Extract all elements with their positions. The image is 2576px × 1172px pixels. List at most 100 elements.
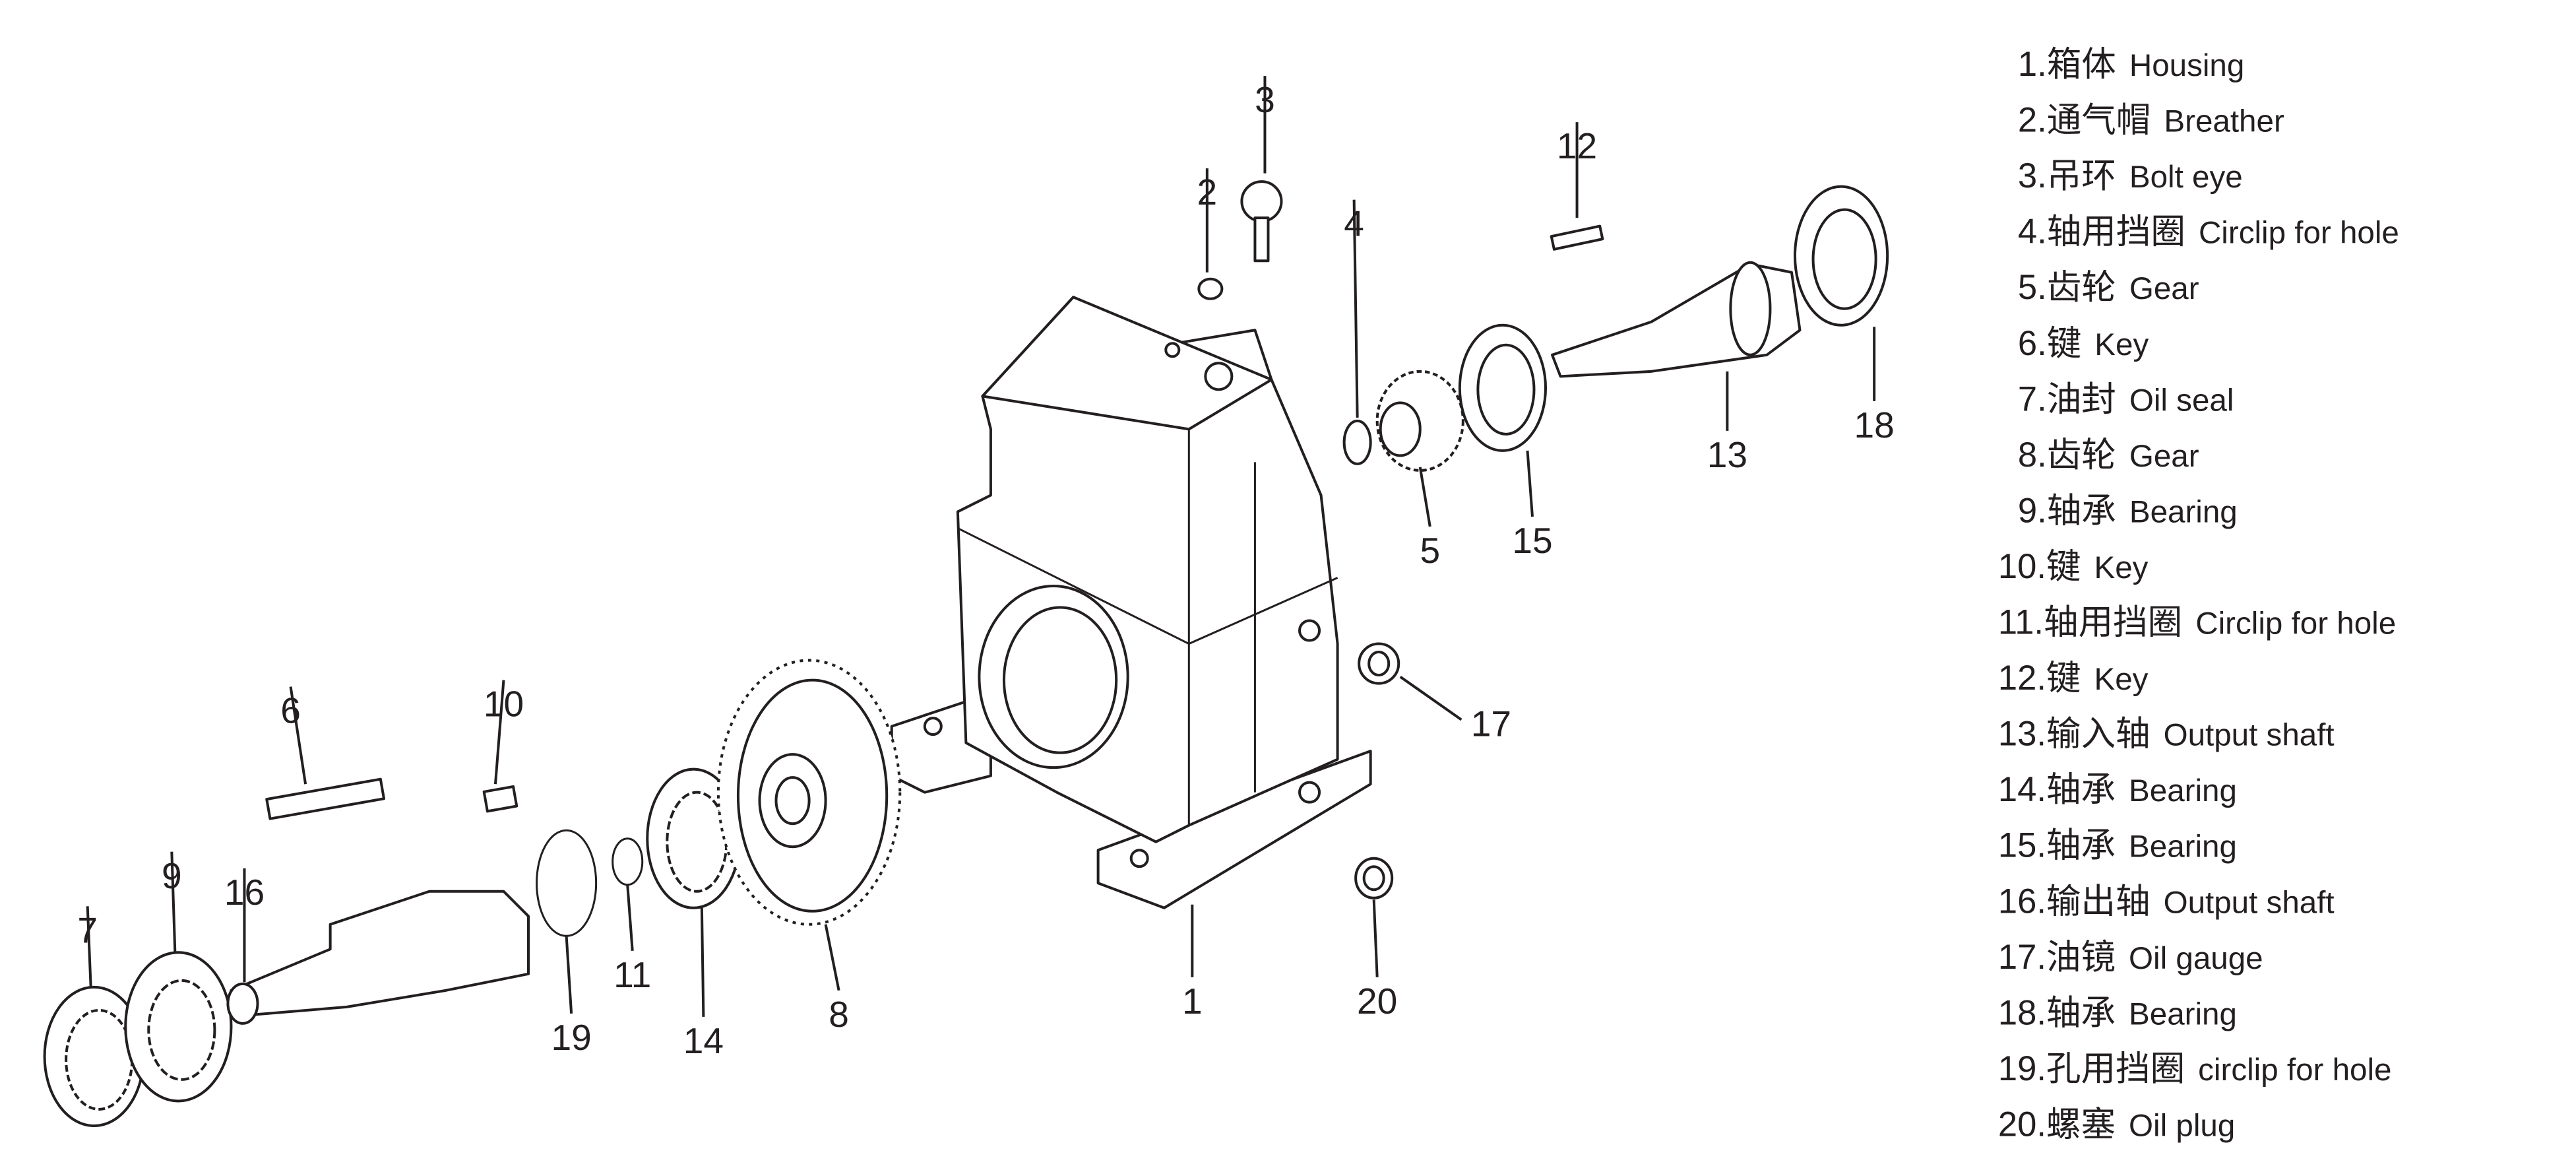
- callout-number: 17: [1471, 703, 1511, 744]
- legend-english: Gear: [2129, 439, 2199, 474]
- legend-english: Oil seal: [2129, 383, 2234, 418]
- legend-item: 17.油镜 Oil gauge: [1998, 938, 2263, 977]
- leader-line: [824, 924, 840, 991]
- breather-part: [1197, 277, 1224, 300]
- legend-number-cn: 7.油封: [2018, 379, 2116, 418]
- legend-english: Bearing: [2129, 996, 2237, 1031]
- callout-number: 4: [1344, 203, 1364, 244]
- legend-item: 18.轴承 Bearing: [1998, 993, 2237, 1032]
- leader-line: [1372, 899, 1379, 977]
- leader-line: [289, 686, 307, 785]
- oil-seal-7-part: [43, 985, 145, 1127]
- callout-number: 15: [1512, 520, 1552, 561]
- callout-number: 8: [829, 994, 849, 1035]
- callout-number: 6: [280, 690, 301, 731]
- legend-number-cn: 5.齿轮: [2018, 268, 2116, 307]
- legend-number-cn: 20.螺塞: [1998, 1105, 2116, 1144]
- legend-number-cn: 12.键: [1998, 659, 2081, 698]
- legend-english: Bolt eye: [2129, 160, 2243, 195]
- input-shaft-13-part: [1551, 261, 1802, 378]
- legend-number-cn: 4.轴用挡圈: [2018, 212, 2185, 251]
- legend-number-cn: 11.轴用挡圈: [1998, 603, 2182, 642]
- circlip-4-part: [1342, 419, 1372, 465]
- legend-number-cn: 9.轴承: [2018, 491, 2116, 530]
- legend-item: 8.齿轮 Gear: [2018, 436, 2199, 474]
- legend-english: Oil gauge: [2129, 941, 2263, 976]
- callout-number: 2: [1197, 172, 1218, 212]
- callout-number: 18: [1854, 405, 1895, 445]
- leader-line: [1352, 199, 1359, 418]
- leader-line: [86, 906, 92, 987]
- legend-item: 4.轴用挡圈 Circlip for hole: [2018, 212, 2399, 251]
- bearing-15-part: [1458, 323, 1548, 452]
- callout-number: 10: [484, 684, 524, 725]
- circlip-19-part: [536, 829, 598, 937]
- oil-gauge-17-part: [1358, 642, 1400, 685]
- legend-number-cn: 17.油镜: [1998, 938, 2116, 977]
- gear-8-part: [716, 659, 902, 926]
- legend-item: 3.吊环 Bolt eye: [2018, 156, 2243, 195]
- legend-english: Bearing: [2129, 494, 2238, 529]
- callout-number: 16: [224, 872, 265, 913]
- legend-english: Circlip for hole: [2199, 216, 2399, 251]
- legend-number-cn: 18.轴承: [1998, 993, 2116, 1032]
- legend-english: Bearing: [2129, 830, 2237, 864]
- callout-number: 9: [162, 855, 182, 896]
- callout-number: 12: [1557, 125, 1597, 166]
- legend-number-cn: 13.输入轴: [1998, 715, 2151, 754]
- leader-line: [493, 680, 505, 785]
- legend-english: Bearing: [2129, 773, 2237, 808]
- legend-item: 1.箱体 Housing: [2018, 45, 2244, 84]
- legend-english: Breather: [2164, 104, 2284, 139]
- leader-line: [170, 851, 177, 953]
- legend-number-cn: 14.轴承: [1998, 770, 2116, 809]
- bearing-9-part: [124, 951, 233, 1103]
- legend-english: Key: [2094, 327, 2149, 362]
- legend-number-cn: 1.箱体: [2018, 45, 2116, 84]
- legend-english: Output shaft: [2164, 718, 2335, 753]
- legend-number-cn: 8.齿轮: [2018, 436, 2116, 474]
- callout-number: 14: [683, 1020, 724, 1061]
- output-shaft-16-part: [226, 890, 530, 1025]
- leader-line: [1526, 450, 1534, 517]
- key-6-part: [265, 777, 386, 820]
- legend-item: 10.键 Key: [1998, 547, 2149, 586]
- legend-english: Oil plug: [2129, 1108, 2235, 1143]
- key-12-part: [1550, 224, 1604, 251]
- callout-number: 5: [1420, 530, 1440, 571]
- callout-number: 3: [1255, 79, 1275, 120]
- leader-line: [626, 884, 634, 951]
- legend-english: Housing: [2129, 48, 2244, 83]
- callout-number: 20: [1357, 981, 1397, 1022]
- key-10-part: [482, 785, 518, 813]
- legend-english: Key: [2094, 550, 2149, 585]
- legend-number-cn: 3.吊环: [2018, 156, 2116, 195]
- callout-number: 7: [77, 909, 98, 950]
- leader-line: [700, 907, 705, 1017]
- legend-number-cn: 19.孔用挡圈: [1998, 1049, 2185, 1088]
- bearing-14-part: [646, 767, 741, 909]
- housing-part: [890, 296, 1372, 909]
- leader-line: [565, 936, 573, 1014]
- legend-item: 15.轴承 Bearing: [1998, 826, 2237, 865]
- legend-number-cn: 15.轴承: [1998, 826, 2116, 865]
- legend-number-cn: 10.键: [1998, 547, 2081, 586]
- oil-plug-20-part: [1354, 857, 1394, 899]
- circlip-11-part: [612, 837, 644, 886]
- legend-item: 9.轴承 Bearing: [2018, 491, 2238, 530]
- callout-number: 19: [551, 1017, 591, 1058]
- gear-5-part: [1375, 370, 1464, 472]
- leader-line: [1399, 675, 1462, 721]
- callout-number: 11: [613, 954, 651, 995]
- legend-item: 14.轴承 Bearing: [1998, 770, 2237, 809]
